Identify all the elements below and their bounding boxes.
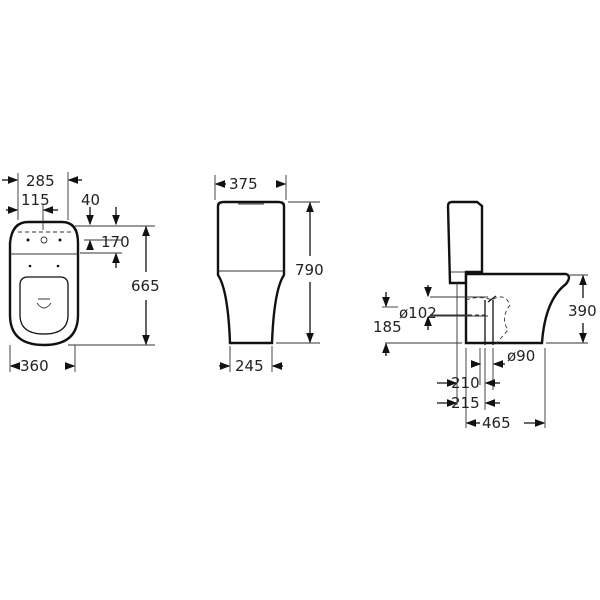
dim-115: 115 [21, 191, 50, 209]
dim-210: 210 [451, 374, 480, 392]
dim-665: 665 [131, 277, 160, 295]
seat-outline [19, 276, 69, 335]
dim-170: 170 [101, 233, 130, 251]
side-view: ø102 185 390 ø90 210 215 465 [373, 200, 597, 432]
front-view-outline [216, 200, 286, 345]
dim-360: 360 [20, 357, 49, 375]
dim-390: 390 [568, 302, 597, 320]
dim-375: 375 [229, 175, 258, 193]
dim-465: 465 [482, 414, 511, 432]
top-view-outline [8, 220, 80, 347]
bowl-outline [464, 272, 571, 345]
dim-outlet-diameter: ø102 [399, 304, 437, 322]
dim-245: 245 [235, 357, 264, 375]
dim-285: 285 [26, 172, 55, 190]
dim-185: 185 [373, 318, 402, 336]
dim-40: 40 [81, 191, 100, 209]
top-view: 285 115 40 170 665 360 [2, 172, 160, 375]
front-view: 375 790 245 [214, 175, 324, 375]
dim-215: 215 [451, 394, 480, 412]
dim-790: 790 [295, 261, 324, 279]
tank-outline [446, 200, 484, 285]
dim-waste-diameter: ø90 [507, 347, 535, 365]
